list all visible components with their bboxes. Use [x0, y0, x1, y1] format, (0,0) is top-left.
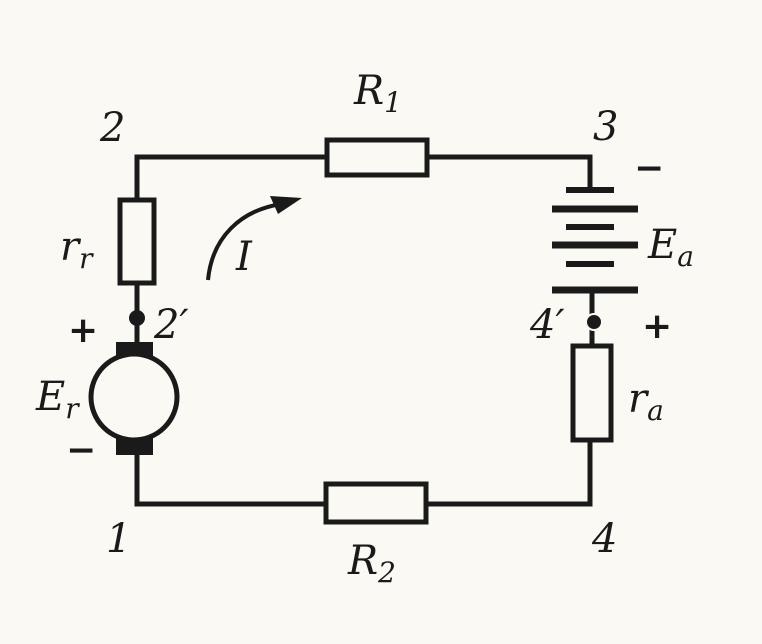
generator-plus-sign: +: [68, 310, 98, 351]
label-r2: R2: [347, 538, 396, 589]
terminal-4prime: [585, 313, 603, 331]
wires: [134, 154, 595, 507]
node-label-2: 2: [99, 105, 125, 151]
generator-minus-sign: −: [66, 430, 96, 471]
label-r1: R1: [353, 68, 402, 119]
generator-er: [88, 342, 180, 455]
label-ea: Ea: [647, 222, 694, 273]
resistor-r2: [323, 481, 429, 525]
current-arrow: [206, 196, 302, 281]
label-rr: rr: [60, 224, 94, 275]
battery-minus-sign: −: [634, 148, 664, 189]
resistor-ra: [570, 343, 614, 443]
node-label-2prime: 2′: [153, 302, 189, 348]
current-label: I: [235, 234, 253, 280]
node-label-4: 4: [591, 516, 617, 562]
terminal-2prime: [129, 310, 145, 326]
label-ra: ra: [628, 376, 664, 427]
resistor-r1: [324, 137, 430, 178]
resistor-rr: [117, 197, 157, 286]
label-er: Er: [35, 374, 80, 425]
node-label-1: 1: [106, 516, 131, 562]
node-label-4prime: 4′: [529, 302, 565, 348]
battery-plus-sign: +: [642, 306, 672, 347]
battery-ea: [552, 187, 638, 294]
node-label-3: 3: [593, 104, 618, 150]
